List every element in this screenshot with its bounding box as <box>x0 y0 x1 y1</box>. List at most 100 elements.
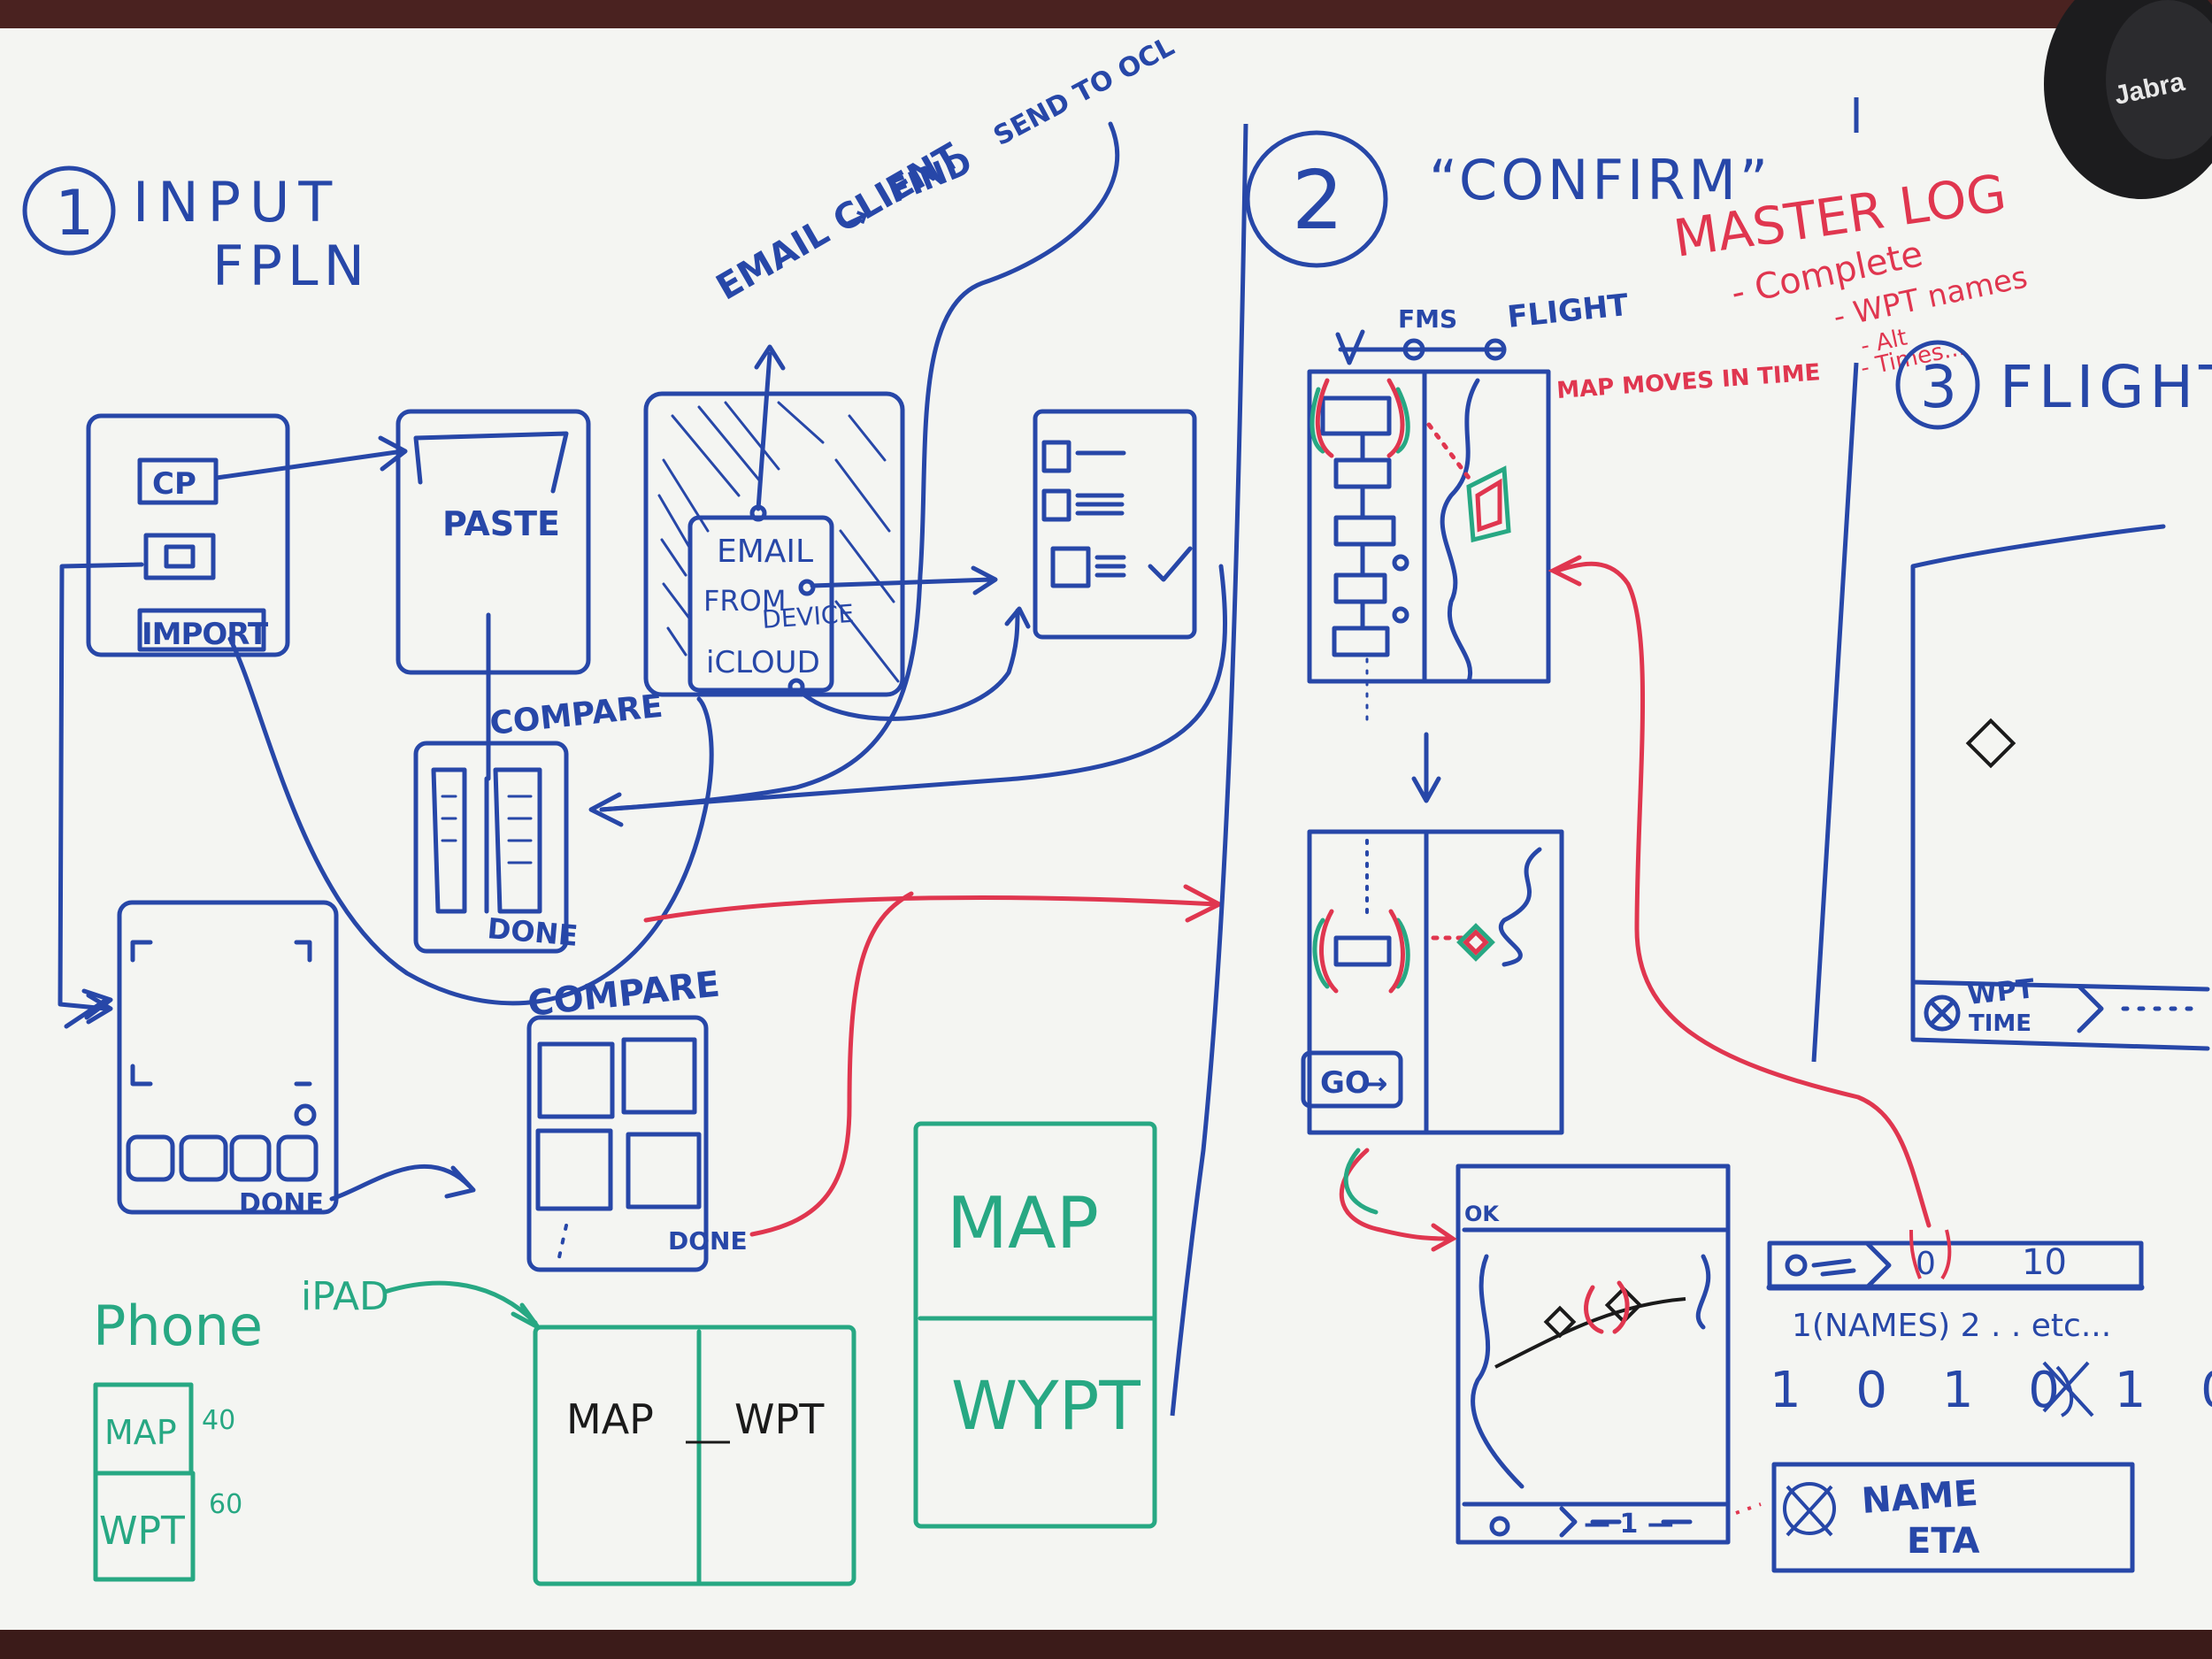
section1-title-line1: INPUT <box>133 170 341 234</box>
check-icon <box>1148 546 1193 582</box>
cp-button <box>137 457 219 505</box>
done-camera-label: DONE <box>239 1188 324 1219</box>
section3-number: 3 <box>1920 353 1957 421</box>
screen-compare-grid <box>526 1015 709 1272</box>
shutter-icon <box>294 1103 317 1126</box>
waypoint-marker-1 <box>1543 1305 1577 1339</box>
detail-terrain-right <box>1695 1254 1711 1330</box>
phone-layout-wpt-box <box>93 1471 196 1582</box>
terrain-line-bottom <box>1498 847 1542 967</box>
section2-number-circle <box>1245 130 1388 268</box>
section-divider-1-2 <box>1170 123 1248 1417</box>
done-top-label: DONE <box>486 911 579 953</box>
legend-phone: Phone <box>93 1294 263 1358</box>
panel-wpt-label: WPT <box>1966 973 2036 1011</box>
section-divider-2-3 <box>1811 97 1859 1063</box>
panel-time-label: TIME <box>1969 1010 2032 1037</box>
name-eta-icon <box>1783 1482 1836 1535</box>
from-option-label: FROM <box>703 584 786 618</box>
confirm-screen-top <box>1307 369 1551 684</box>
flight-detail-screen <box>1455 1164 1731 1545</box>
panel-close-icon <box>1924 995 1961 1032</box>
detail-bottom-bar: — 1 — <box>1584 1509 1674 1540</box>
camera-icon <box>164 544 196 569</box>
go-button-label: GO <box>1320 1065 1371 1101</box>
eta-label: ETA <box>1907 1521 1980 1562</box>
terrain-line-top <box>1440 378 1480 684</box>
tall-wpt-label: WYPT <box>951 1366 1141 1445</box>
bottom-tray <box>0 1630 2212 1659</box>
tall-layout-box <box>913 1121 1157 1529</box>
screen-paste <box>396 409 591 675</box>
screen-input-options <box>86 413 290 657</box>
email-option-label: EMAIL <box>717 534 813 570</box>
import-button <box>137 608 266 652</box>
timeline-names: 1(NAMES) 2 . . etc... <box>1792 1308 2111 1344</box>
timeline-sequence: 1 0 1 0 1 0 <box>1770 1362 2212 1419</box>
flight-position-marker <box>1965 718 2016 769</box>
name-label: NAME <box>1860 1473 1978 1522</box>
paste-label: PASTE <box>442 504 560 543</box>
section2-title: “CONFIRM” <box>1429 148 1771 212</box>
name-eta-panel <box>1771 1462 2135 1573</box>
arrow-to-email-client <box>754 344 786 511</box>
arrow-camera-to-compare <box>329 1164 476 1202</box>
detail-terrain-left <box>1471 1254 1525 1489</box>
arrow-icloud-to-list <box>798 606 1031 721</box>
timeline-zero: 0 <box>1916 1246 1936 1282</box>
red-flow-compare-done <box>749 891 914 1237</box>
headset-icon: Jabra <box>2044 0 2212 199</box>
send-to-ocl-loop <box>599 121 1120 812</box>
hatching <box>657 401 900 683</box>
done-bottom-label: DONE <box>668 1226 748 1256</box>
go-button <box>1301 1050 1403 1109</box>
section3-number-circle <box>1895 340 1980 430</box>
panel-chevron-icon <box>2077 984 2104 1033</box>
flight-path-line <box>1494 1297 1686 1369</box>
down-arrow <box>1411 732 1441 803</box>
timeline-ten: 10 <box>2022 1242 2067 1283</box>
red-link-timeline-to-map <box>1548 555 1932 1228</box>
thumb-3 <box>229 1134 272 1182</box>
legend-ipad: iPAD <box>301 1274 389 1319</box>
red-flow-to-confirm <box>643 884 1222 923</box>
screen-compare-top <box>413 741 569 954</box>
ipad-map-label: MAP <box>566 1395 654 1443</box>
section2-number: 2 <box>1292 153 1344 248</box>
flight-screen <box>1910 524 2210 1051</box>
arrow-device-to-list <box>810 565 998 595</box>
go-arrow: → <box>1363 1066 1388 1102</box>
section1-title-line2: FPLN <box>212 234 370 298</box>
arrow-camera-entry <box>64 988 113 1029</box>
section1-number: 1 <box>55 177 95 250</box>
icloud-option-label: iCLOUD <box>706 645 820 680</box>
phone-map-label: MAP <box>104 1413 177 1452</box>
ipad-wpt-label: WPT <box>734 1395 825 1443</box>
import-to-compare-curve <box>227 636 714 1006</box>
thumb-4 <box>276 1134 319 1182</box>
thumb-1 <box>126 1134 175 1182</box>
slider-fms-label: FMS <box>1398 304 1457 334</box>
phone-map-num: 40 <box>202 1405 235 1436</box>
import-flow-line <box>58 562 144 1025</box>
icloud-connector-dot <box>787 678 805 695</box>
waypoint-marker-2 <box>1604 1286 1643 1325</box>
section3-title: FLIGHT <box>2000 353 2212 421</box>
phone-wpt-num: 60 <box>209 1489 242 1520</box>
screen-file-list <box>1033 409 1197 640</box>
thumb-2 <box>179 1134 228 1182</box>
import-label: IMPORT <box>142 617 269 652</box>
ipad-layout-box <box>533 1325 856 1586</box>
tall-map-label: MAP <box>947 1182 1099 1264</box>
whiteboard-surface <box>0 28 2212 1630</box>
arrow-list-to-compare <box>599 564 1228 812</box>
confirm-screen-bottom <box>1307 829 1564 1135</box>
phone-wpt-label: WPT <box>99 1509 185 1554</box>
highlight-waypoint-bottom <box>1456 923 1495 962</box>
detail-ok-label: OK <box>1464 1202 1500 1226</box>
screen-camera <box>117 900 339 1215</box>
device-option-label: DEVICE <box>761 599 855 634</box>
screen-email-source <box>643 391 905 697</box>
cp-label: CP <box>152 466 196 502</box>
